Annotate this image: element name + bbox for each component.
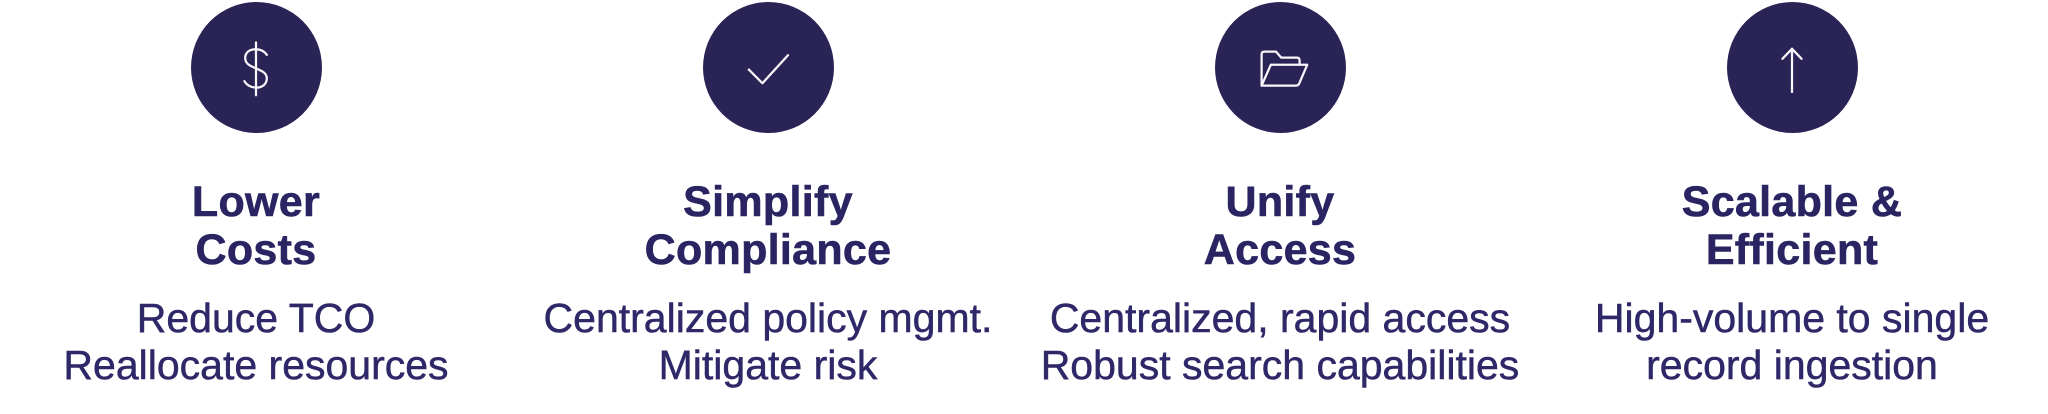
feature-title: Simplify Compliance [644, 178, 892, 275]
feature-title-line: Scalable & [1681, 178, 1903, 227]
feature-description: Centralized, rapid access Robust search … [1040, 295, 1520, 389]
feature-title: Unify Access [1203, 178, 1357, 275]
check-icon [747, 53, 790, 84]
feature-title-line: Access [1203, 226, 1357, 275]
feature-description-line: Mitigate risk [658, 342, 878, 389]
folder-open-icon [1260, 49, 1309, 87]
icon-circle [1214, 2, 1346, 133]
dollar-icon [243, 40, 268, 96]
feature-title-line: Lower [191, 178, 321, 227]
feature-title-line: Simplify [683, 178, 853, 227]
feature-description-line: Reduce TCO [136, 295, 376, 342]
feature-description-line: Robust search capabilities [1040, 342, 1520, 389]
feature-description: High-volume to single record ingestion [1594, 295, 1990, 389]
feature-title-line: Unify [1225, 178, 1335, 227]
feature-title: Lower Costs [191, 178, 321, 275]
feature-scalable-efficient: Scalable & Efficient High-volume to sing… [1536, 0, 2048, 414]
feature-title-line: Compliance [644, 226, 892, 275]
feature-description-line: High-volume to single [1594, 295, 1990, 342]
feature-description-line: record ingestion [1646, 342, 1938, 389]
icon-circle [1726, 2, 1858, 133]
icon-circle [702, 2, 834, 133]
feature-description: Centralized policy mgmt. Mitigate risk [543, 295, 993, 389]
feature-title: Scalable & Efficient [1681, 178, 1903, 275]
feature-title-line: Costs [195, 226, 317, 275]
feature-description: Reduce TCO Reallocate resources [63, 295, 449, 389]
feature-unify-access: Unify Access Centralized, rapid access R… [1024, 0, 1536, 414]
feature-simplify-compliance: Simplify Compliance Centralized policy m… [512, 0, 1024, 414]
feature-description-line: Centralized, rapid access [1049, 295, 1511, 342]
feature-lower-costs: Lower Costs Reduce TCO Reallocate resour… [0, 0, 512, 414]
feature-description-line: Reallocate resources [63, 342, 449, 389]
arrow-up-icon [1781, 47, 1803, 93]
icon-circle [190, 2, 322, 133]
feature-description-line: Centralized policy mgmt. [543, 295, 993, 342]
feature-title-line: Efficient [1705, 226, 1879, 275]
